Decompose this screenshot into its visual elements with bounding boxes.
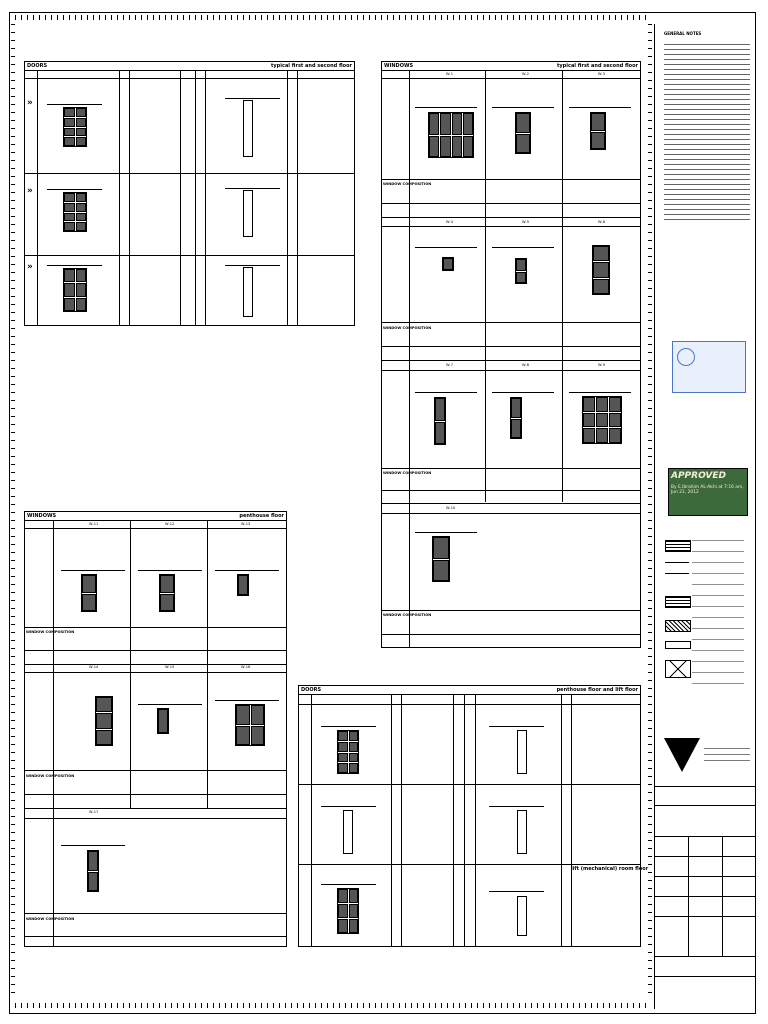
window-drawing: [235, 704, 265, 746]
window-code: W-14: [89, 665, 99, 669]
doors-penthouse-panel: DOORS penthouse floor and lift floor lif…: [298, 685, 649, 947]
windows-floor-label: penthouse floor: [239, 513, 284, 519]
window-code: W-12: [165, 522, 175, 526]
drawing-sheet-border: [9, 12, 756, 1014]
window-code: W-17: [89, 810, 99, 814]
general-notes-text: [664, 44, 750, 224]
window-drawing: [515, 112, 531, 154]
top-ruler: [9, 15, 649, 20]
legend-swatch: [665, 620, 691, 632]
window-code: W-6: [598, 220, 605, 224]
windows-title: WINDOWS: [384, 63, 414, 69]
row-label: WINDOW COMPOSITION: [383, 326, 432, 330]
window-drawing: [87, 850, 99, 892]
legend-swatch: [665, 596, 691, 608]
window-drawing: [582, 396, 622, 444]
door-leaf-drawing: [337, 888, 359, 934]
doors-penthouse-header: DOORS penthouse floor and lift floor: [299, 686, 640, 695]
door-leaf-drawing: [63, 192, 87, 232]
window-code: W-7: [446, 363, 453, 367]
window-code: W-4: [446, 220, 453, 224]
doors-typical-panel: DOORS typical first and second floor » »…: [24, 61, 355, 326]
doors-typical-header: DOORS typical first and second floor: [25, 62, 354, 71]
window-drawing: [510, 397, 522, 439]
window-code: W-15: [165, 665, 175, 669]
bottom-ruler: [9, 1003, 649, 1008]
single-door-drawing: [343, 810, 353, 854]
windows-penthouse-header: WINDOWS penthouse floor: [25, 512, 286, 521]
single-door-drawing: [517, 810, 527, 854]
window-code: W-11: [89, 522, 99, 526]
legend-swatch: [665, 641, 691, 649]
window-code: W-10: [446, 506, 456, 510]
left-ruler: [11, 24, 15, 999]
legend-swatch: [665, 660, 691, 678]
door-leaf-drawing: [337, 730, 359, 774]
lift-room-label: lift (mechanical) room floor: [571, 866, 649, 872]
window-drawing: [157, 708, 169, 734]
row-label: WINDOW COMPOSITION: [383, 613, 432, 617]
windows-typical-panel: WINDOWS typical first and second floor W…: [381, 61, 641, 648]
single-door-drawing: [243, 190, 253, 237]
right-ruler: [648, 24, 652, 999]
window-drawing: [95, 696, 113, 746]
window-drawing: [442, 257, 454, 271]
row-label: WINDOW COMPOSITION: [26, 774, 75, 778]
legend-text: [692, 540, 744, 690]
approved-label: APPROVED: [671, 471, 727, 481]
row-label: WINDOW COMPOSITION: [26, 917, 75, 921]
authority-stamp: [672, 341, 746, 393]
doors-title: DOORS: [27, 63, 48, 69]
window-code: W-16: [241, 665, 251, 669]
window-code: W-5: [522, 220, 529, 224]
windows-typical-header: WINDOWS typical first and second floor: [382, 62, 640, 71]
section-symbol: »: [27, 262, 33, 272]
section-symbol: »: [27, 98, 33, 108]
window-drawing: [428, 112, 474, 158]
windows-penthouse-panel: WINDOWS penthouse floor W-11 W-12 W-13 W…: [24, 511, 287, 947]
legend-swatch: [665, 562, 689, 574]
single-door-drawing: [517, 730, 527, 774]
doors-floor-label: penthouse floor and lift floor: [556, 687, 638, 693]
row-label: WINDOW COMPOSITION: [383, 182, 432, 186]
door-leaf-drawing: [63, 268, 87, 312]
window-drawing: [590, 112, 606, 150]
row-label: WINDOW COMPOSITION: [26, 630, 75, 634]
window-code: W-2: [522, 72, 529, 76]
window-drawing: [592, 245, 610, 295]
window-code: W-3: [598, 72, 605, 76]
window-drawing: [237, 574, 249, 596]
window-drawing: [432, 536, 450, 582]
doors-title: DOORS: [301, 687, 322, 693]
approved-by-text: By E.Ibrahim AL-Akhi at 7:16 am, Jun 21,…: [671, 485, 744, 495]
approved-stamp: APPROVED By E.Ibrahim AL-Akhi at 7:16 am…: [668, 468, 748, 516]
single-door-drawing: [243, 100, 253, 157]
doors-floor-label: typical first and second floor: [271, 63, 352, 69]
window-drawing: [81, 574, 97, 612]
row-label: WINDOW COMPOSITION: [383, 471, 432, 475]
window-drawing: [515, 258, 527, 284]
single-door-drawing: [517, 896, 527, 936]
notes-title: GENERAL NOTES: [664, 31, 702, 36]
company-logo: [664, 738, 700, 772]
window-code: W-9: [598, 363, 605, 367]
legend-swatch: [665, 540, 691, 552]
window-drawing: [434, 397, 446, 445]
window-drawing: [159, 574, 175, 612]
seal-icon: [677, 348, 695, 366]
window-code: W-1: [446, 72, 453, 76]
door-leaf-drawing: [63, 107, 87, 147]
title-block: [654, 24, 757, 1009]
section-symbol: »: [27, 186, 33, 196]
window-code: W-8: [522, 363, 529, 367]
company-name: [704, 748, 750, 762]
windows-title: WINDOWS: [27, 513, 57, 519]
single-door-drawing: [243, 267, 253, 317]
windows-floor-label: typical first and second floor: [557, 63, 638, 69]
window-code: W-13: [241, 522, 251, 526]
